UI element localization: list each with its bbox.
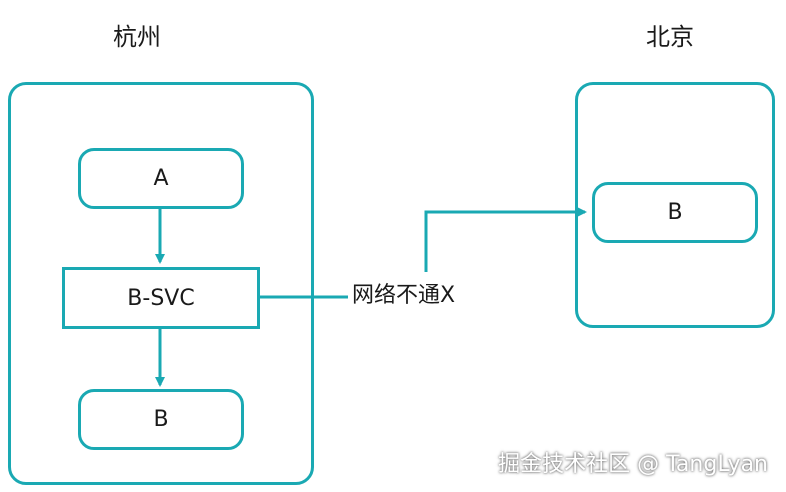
node-a: A: [78, 148, 244, 209]
node-a-label: A: [153, 166, 169, 191]
node-b-local-label: B: [153, 407, 169, 432]
node-b-svc-label: B-SVC: [127, 285, 195, 311]
region-title-hangzhou: 杭州: [113, 23, 161, 51]
edge-to-beijing-b: [424, 207, 587, 272]
connection-label: 网络不通X: [352, 283, 456, 308]
node-b-svc: B-SVC: [62, 267, 260, 329]
node-b-remote-label: B: [667, 200, 683, 225]
region-title-beijing: 北京: [646, 23, 694, 51]
watermark: 掘金技术社区 @ TangLyan: [498, 452, 768, 477]
node-b-local: B: [78, 389, 244, 450]
node-b-remote: B: [592, 182, 758, 243]
